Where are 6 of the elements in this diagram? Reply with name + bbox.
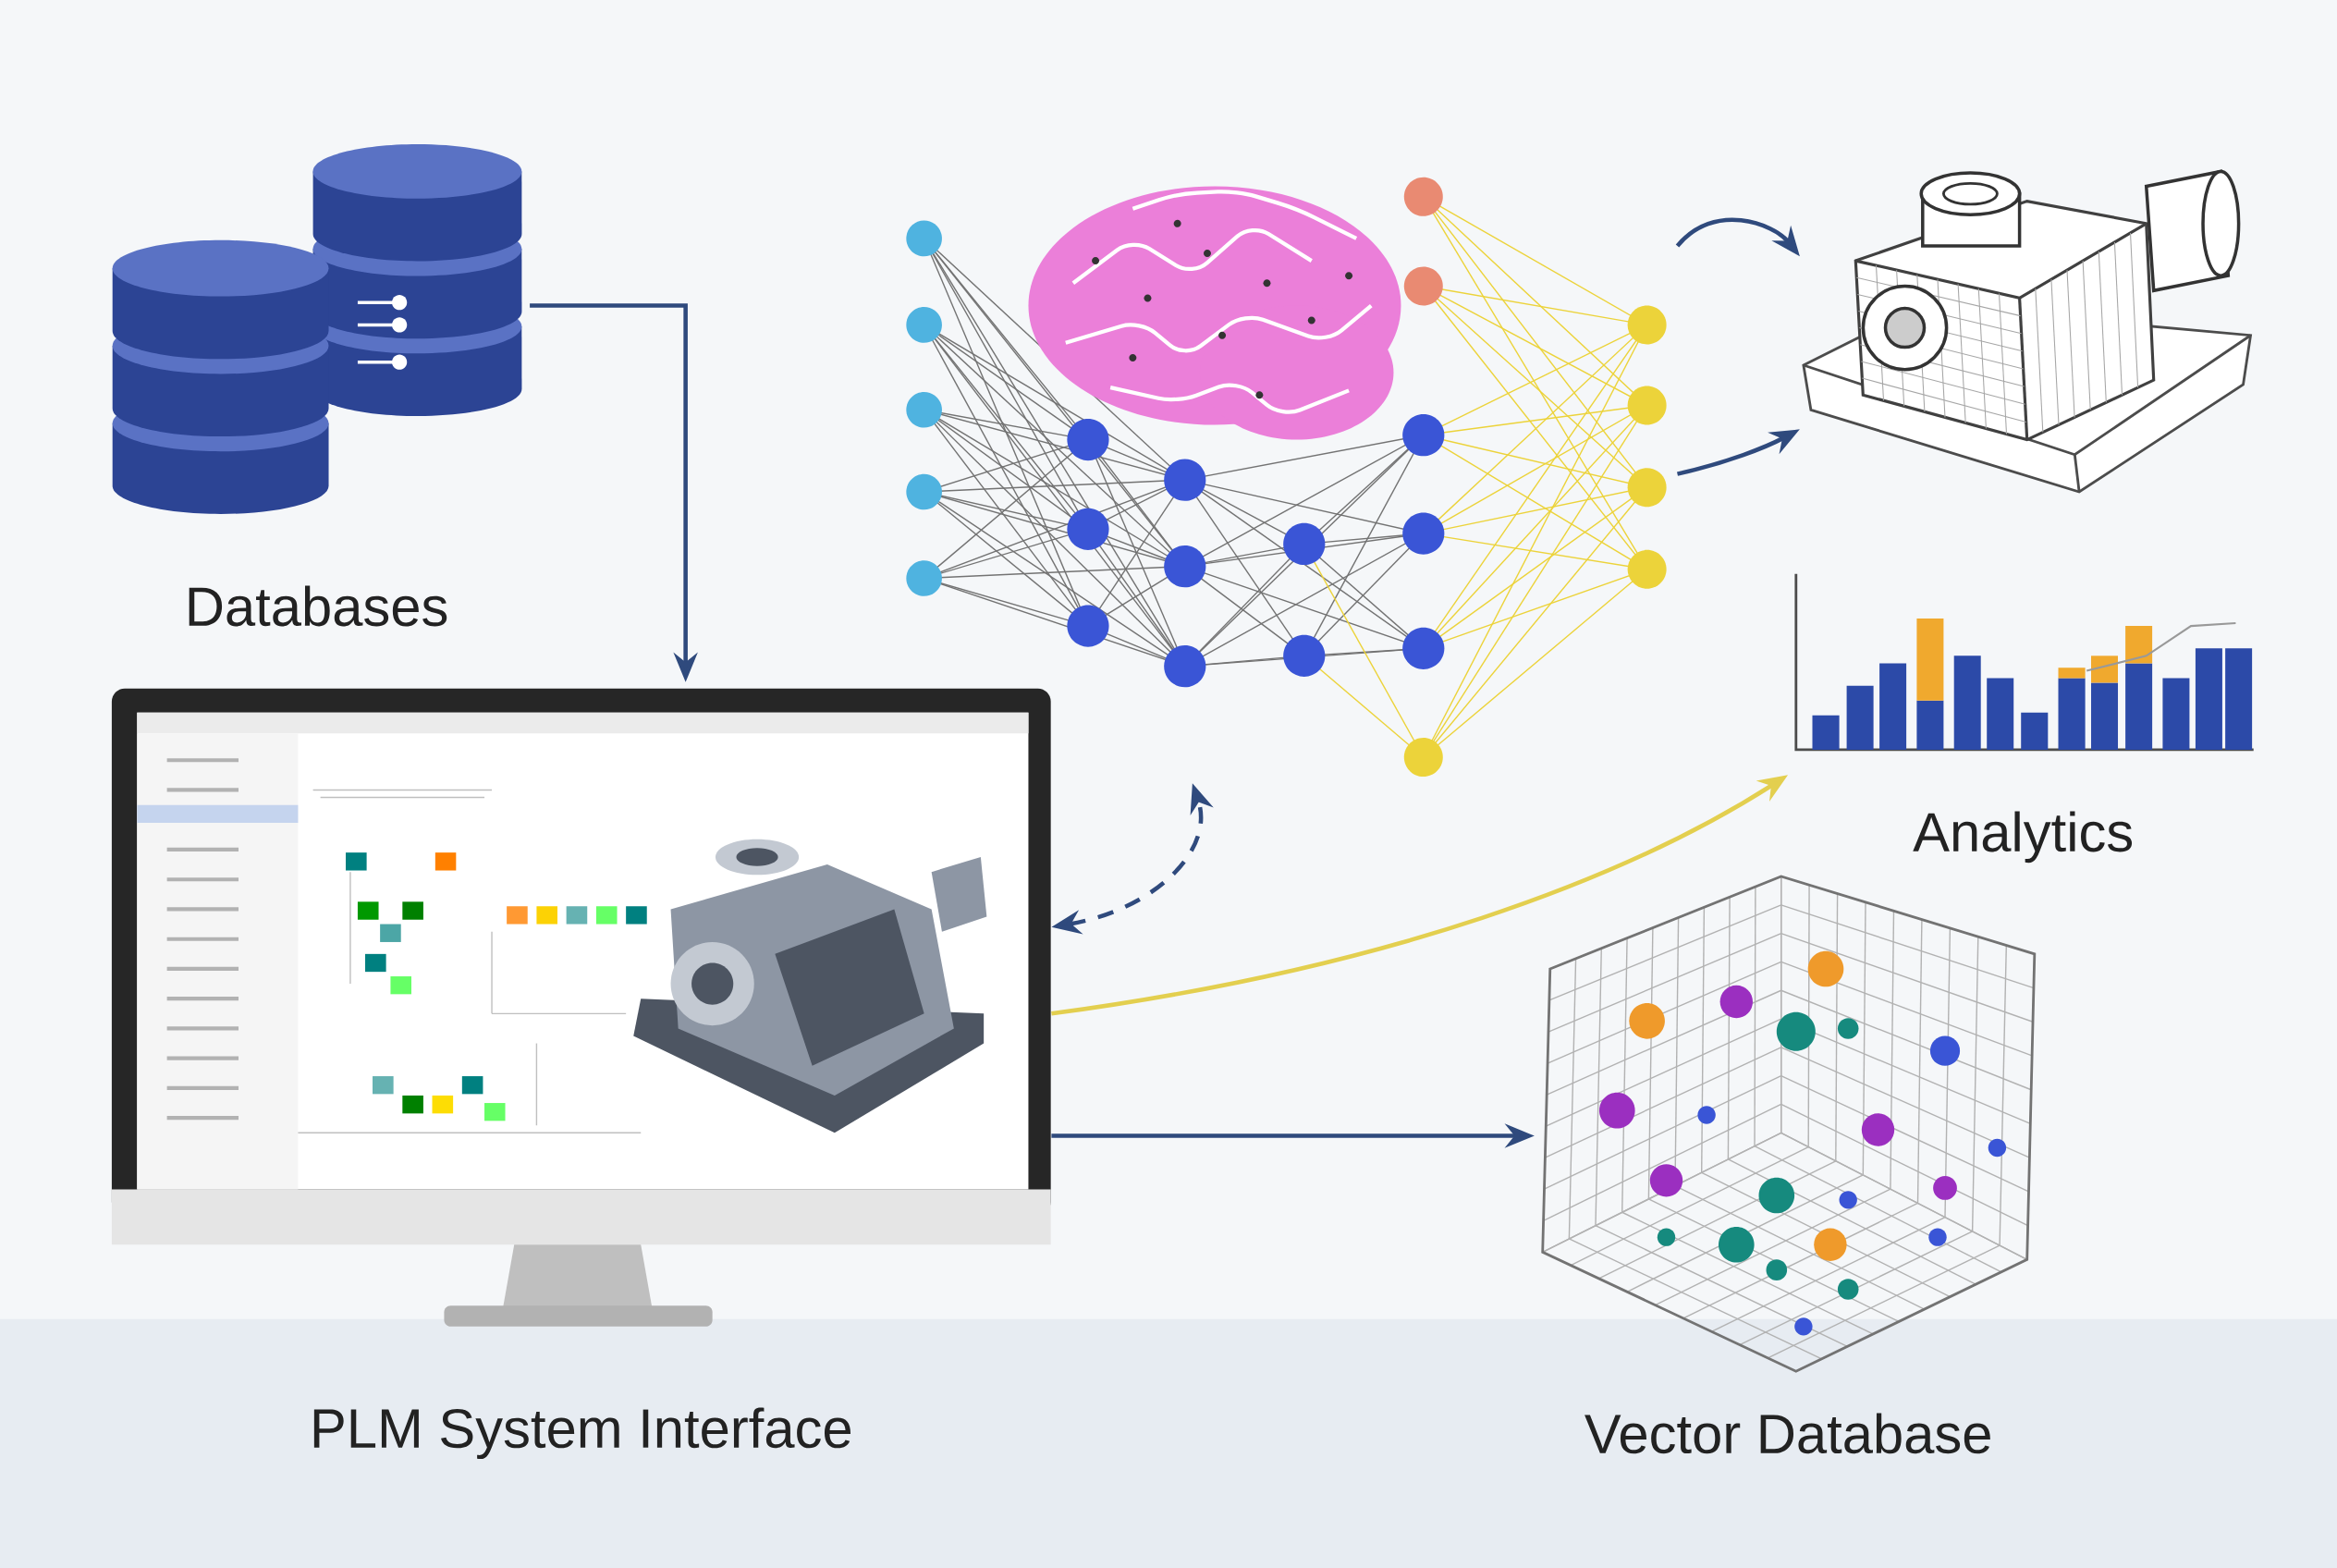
- node-label: PLM System Interface: [313, 1407, 850, 1460]
- machine-part-sketch-drawing: [1802, 169, 2253, 494]
- node-label: Analytics: [1913, 811, 2133, 864]
- neural-network-drawing: [906, 177, 1667, 777]
- node-label: Vector Database: [1585, 1413, 1990, 1454]
- node-label: Databases: [189, 585, 447, 627]
